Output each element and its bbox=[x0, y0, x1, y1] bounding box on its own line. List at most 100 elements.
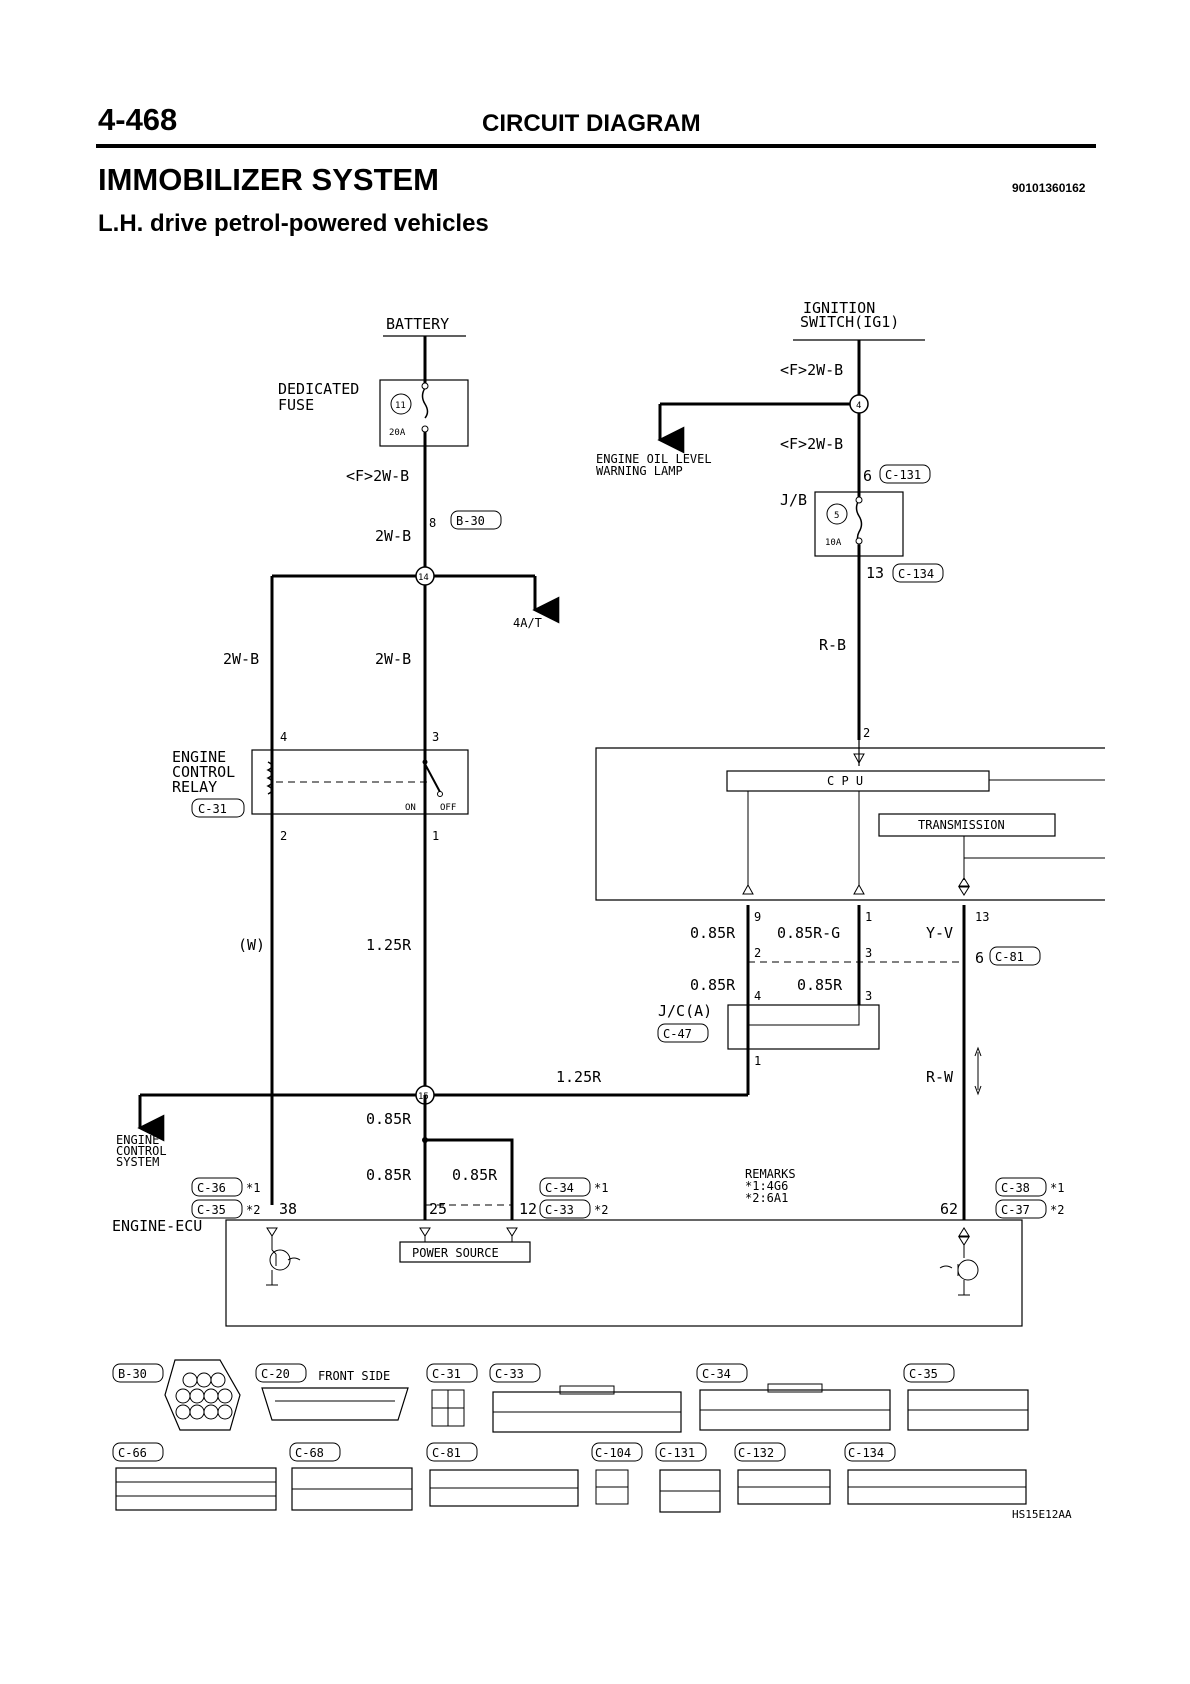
wire-label: 0.85R-G bbox=[777, 924, 840, 942]
svg-text:REMARKS: REMARKS bbox=[745, 1167, 796, 1181]
remarks: REMARKS *1:4G6 *2:6A1 bbox=[745, 1167, 796, 1205]
svg-text:4: 4 bbox=[856, 401, 861, 411]
svg-text:FRONT SIDE: FRONT SIDE bbox=[318, 1369, 390, 1383]
svg-text:C-132: C-132 bbox=[738, 1446, 774, 1460]
vehicle-variant: L.H. drive petrol-powered vehicles bbox=[98, 210, 489, 237]
pin-label: 38 bbox=[279, 1200, 297, 1218]
svg-text:C-36: C-36 bbox=[197, 1181, 226, 1195]
wire-label: 2W-B bbox=[375, 527, 411, 545]
svg-text:B-30: B-30 bbox=[118, 1367, 147, 1381]
connector-b30: B-30 bbox=[450, 510, 502, 530]
pin-label: 6 bbox=[863, 467, 872, 485]
svg-text:C-131: C-131 bbox=[885, 468, 921, 482]
pin-label: 6 bbox=[975, 949, 984, 967]
svg-text:C-131: C-131 bbox=[659, 1446, 695, 1460]
direction-arrow bbox=[974, 1046, 982, 1096]
engine-control-relay: ENGINE CONTROL RELAY C-31 ON OFF bbox=[172, 748, 469, 818]
wire-label: 0.85R bbox=[690, 924, 736, 942]
pin-label: 2 bbox=[280, 829, 287, 843]
pin-label: 13 bbox=[975, 910, 989, 924]
svg-text:C-35: C-35 bbox=[909, 1367, 938, 1381]
svg-text:C-81: C-81 bbox=[432, 1446, 461, 1460]
connector-c131: C-131 bbox=[879, 464, 931, 484]
svg-text:*2: *2 bbox=[1050, 1203, 1064, 1217]
pin-label: 2 bbox=[863, 726, 870, 740]
splice-4: 4 bbox=[849, 394, 869, 414]
pin-label: 13 bbox=[866, 564, 884, 582]
splice-14: 14 bbox=[415, 566, 435, 586]
pin-label: 3 bbox=[865, 989, 872, 1003]
svg-text:C-134: C-134 bbox=[848, 1446, 884, 1460]
wire-label: <F>2W-B bbox=[780, 361, 843, 379]
pin-label: 2 bbox=[754, 946, 761, 960]
connector-c134: C-134 bbox=[892, 563, 944, 583]
svg-text:20A: 20A bbox=[389, 428, 406, 438]
ignition-switch: IGNITION SWITCH(IG1) bbox=[793, 299, 925, 341]
wire-label: R-B bbox=[819, 636, 846, 654]
wire-label: 0.85R bbox=[452, 1166, 498, 1184]
svg-text:C-134: C-134 bbox=[898, 567, 934, 581]
pin-label: 25 bbox=[429, 1200, 447, 1218]
wire-label: 0.85R bbox=[366, 1166, 412, 1184]
svg-text:*1: *1 bbox=[1050, 1181, 1064, 1195]
pin-label: 12 bbox=[519, 1200, 537, 1218]
svg-text:ENGINE: ENGINE bbox=[172, 748, 226, 766]
svg-text:C-33: C-33 bbox=[545, 1203, 574, 1217]
svg-text:BATTERY: BATTERY bbox=[386, 315, 449, 333]
at-label: 4A/T bbox=[513, 616, 542, 630]
svg-text:C-35: C-35 bbox=[197, 1203, 226, 1217]
wire-label: 1.25R bbox=[366, 936, 412, 954]
pin-label: 62 bbox=[940, 1200, 958, 1218]
svg-text:5: 5 bbox=[834, 511, 839, 521]
svg-text:*2: *2 bbox=[246, 1203, 260, 1217]
pin-label: 3 bbox=[432, 730, 439, 744]
svg-text:B-30: B-30 bbox=[456, 514, 485, 528]
ecs-label: SYSTEM bbox=[116, 1155, 159, 1169]
connector-c38: C-38 *1 bbox=[995, 1177, 1064, 1197]
svg-text:C P U: C P U bbox=[827, 774, 863, 788]
connector-legend: B-30 C-20 FRONT SIDE C-31 C-33 bbox=[112, 1359, 1029, 1513]
wire-label: 0.85R bbox=[366, 1110, 412, 1128]
page-number: 4-468 bbox=[98, 102, 178, 137]
header-rule bbox=[96, 144, 1096, 148]
svg-text:C-33: C-33 bbox=[495, 1367, 524, 1381]
junction-dot bbox=[422, 1137, 428, 1143]
dedicated-fuse: 11 20A DEDICATED FUSE bbox=[278, 379, 469, 447]
wire-label: <F>2W-B bbox=[346, 467, 409, 485]
wire-label: 0.85R bbox=[797, 976, 843, 994]
svg-text:C-37: C-37 bbox=[1001, 1203, 1030, 1217]
junction-block: J/B 5 10A bbox=[780, 491, 904, 557]
svg-text:RELAY: RELAY bbox=[172, 778, 217, 796]
connector-c33: C-33 *2 bbox=[539, 1199, 608, 1219]
svg-text:C-47: C-47 bbox=[663, 1027, 692, 1041]
svg-text:ENGINE-ECU: ENGINE-ECU bbox=[112, 1217, 202, 1235]
svg-text:15: 15 bbox=[418, 1092, 429, 1102]
pin-label: 4 bbox=[754, 989, 761, 1003]
ecs-label: CONTROL bbox=[116, 1144, 167, 1158]
wire-label: <F>2W-B bbox=[780, 435, 843, 453]
document-code: 90101360162 bbox=[1012, 181, 1086, 195]
connector-c36: C-36 *1 bbox=[191, 1177, 260, 1197]
svg-text:C-68: C-68 bbox=[295, 1446, 324, 1460]
pin-label: 8 bbox=[429, 516, 436, 530]
svg-text:*2:6A1: *2:6A1 bbox=[745, 1191, 788, 1205]
pin-label: 9 bbox=[754, 910, 761, 924]
svg-text:C-38: C-38 bbox=[1001, 1181, 1030, 1195]
lamp-label: WARNING LAMP bbox=[596, 464, 683, 478]
svg-text:POWER SOURCE: POWER SOURCE bbox=[412, 1246, 499, 1260]
svg-text:*1: *1 bbox=[594, 1181, 608, 1195]
battery-source: BATTERY bbox=[383, 315, 466, 337]
figure-id: HS15E12AA bbox=[1012, 1508, 1072, 1521]
wire-label: R-W bbox=[926, 1068, 954, 1086]
svg-text:*1: *1 bbox=[246, 1181, 260, 1195]
svg-text:*2: *2 bbox=[594, 1203, 608, 1217]
svg-text:CONTROL: CONTROL bbox=[172, 763, 235, 781]
wire-12 bbox=[425, 1138, 514, 1220]
pin-label: 1 bbox=[865, 910, 872, 924]
svg-text:DEDICATED: DEDICATED bbox=[278, 380, 359, 398]
svg-text:10A: 10A bbox=[825, 538, 842, 548]
pin-label: 1 bbox=[754, 1054, 761, 1068]
svg-text:J/C(A): J/C(A) bbox=[658, 1002, 712, 1020]
svg-text:C-31: C-31 bbox=[432, 1367, 461, 1381]
